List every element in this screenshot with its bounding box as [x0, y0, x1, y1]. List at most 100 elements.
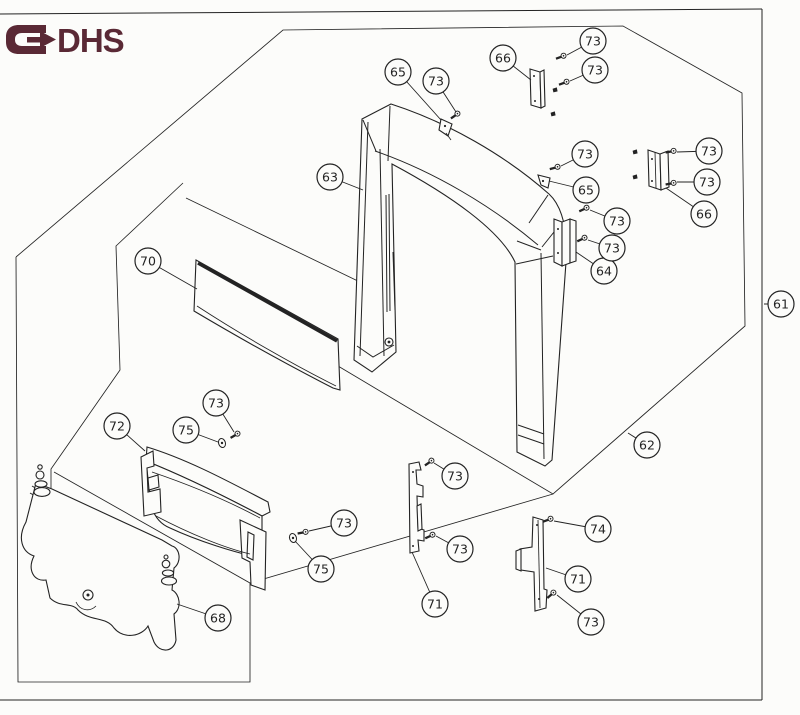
screw-73-icon	[295, 527, 310, 538]
callout-bubble	[204, 604, 232, 632]
callout-73: 73	[566, 27, 607, 56]
bracket-66-top	[529, 68, 546, 109]
callout-61: 61	[764, 290, 795, 318]
callout-number: 65	[390, 64, 406, 79]
callout-65: 65	[384, 58, 442, 121]
callout-75: 75	[172, 416, 219, 444]
callout-73: 73	[569, 56, 609, 84]
callout-73: 73	[422, 67, 457, 113]
glass-panel-70	[193, 259, 341, 391]
callout-bubble	[603, 207, 631, 235]
clip-65-right	[537, 174, 551, 189]
callout-number: 70	[140, 253, 156, 268]
callout-bubble	[422, 67, 450, 95]
callout-number: 75	[313, 561, 329, 576]
inner-panel-top-edge	[185, 197, 363, 284]
fastener-chip-icon	[632, 174, 638, 180]
callout-62: 62	[627, 431, 661, 459]
callout-75: 75	[294, 540, 335, 583]
callout-number: 73	[585, 33, 601, 48]
fret-68	[20, 464, 180, 651]
callout-number: 73	[604, 240, 620, 255]
callout-73: 73	[308, 509, 358, 537]
callout-number: 61	[773, 296, 789, 311]
callout-64: 64	[575, 251, 618, 285]
callout-number: 73	[452, 541, 468, 556]
callout-bubble	[489, 44, 517, 72]
callout-layer: 61 62 63 64 65 65 66 66 68 70 71 71 72 74 75 75 73 73 73 73…	[103, 27, 795, 636]
brand-wordmark: DHS	[57, 22, 124, 59]
callout-number: 73	[699, 174, 715, 189]
callout-66: 66	[489, 44, 532, 81]
callout-66: 66	[665, 187, 718, 228]
callout-number: 71	[427, 596, 443, 611]
callout-bubble	[316, 163, 344, 191]
callout-number: 73	[577, 146, 593, 161]
brand-arrow-icon	[6, 25, 56, 54]
callout-bubble	[571, 140, 599, 168]
callout-71: 71	[545, 565, 592, 593]
screw-73-icon	[577, 203, 592, 216]
screw-73-icon	[547, 162, 562, 174]
callout-number: 72	[109, 418, 125, 433]
callout-bubble	[572, 176, 600, 204]
callout-bubble	[581, 56, 609, 84]
screw-73-icon	[423, 530, 438, 543]
canopy-72	[140, 446, 271, 591]
screw-74-icon	[540, 514, 556, 526]
callout-bubble	[690, 200, 718, 228]
callout-bubble	[307, 555, 335, 583]
screw-73-icon	[228, 429, 243, 442]
fastener-chip-icon	[552, 87, 558, 93]
fastener-chip-icon	[550, 111, 556, 117]
page-border	[0, 8, 763, 701]
callout-number: 71	[570, 571, 586, 586]
callout-73: 73	[677, 168, 721, 196]
door-frame-63	[353, 103, 568, 467]
enclosure-outline	[15, 25, 746, 683]
callout-number: 73	[583, 614, 599, 629]
callout-bubble	[446, 535, 474, 563]
callout-71: 71	[411, 551, 449, 618]
callout-bubble	[598, 234, 626, 262]
brand-logo: DHS	[6, 22, 125, 59]
inner-panel-bottom-edge	[53, 471, 554, 584]
screw-73-icon	[544, 587, 559, 602]
callout-65: 65	[548, 176, 600, 204]
callout-number: 73	[701, 143, 717, 158]
washer-75-icon	[216, 437, 228, 449]
callout-number: 68	[210, 610, 226, 625]
callout-number: 66	[696, 206, 712, 221]
callout-bubble	[172, 416, 200, 444]
callout-73: 73	[433, 462, 469, 490]
screw-73-icon	[556, 77, 572, 89]
callout-number: 75	[178, 422, 194, 437]
fret-finial-right	[160, 554, 178, 586]
callout-number: 73	[587, 62, 603, 77]
callout-73: 73	[560, 140, 599, 168]
screw-73-icon	[422, 455, 437, 469]
page-border-top	[0, 8, 763, 15]
callout-number: 73	[208, 395, 224, 410]
callout-bubble	[633, 431, 661, 459]
callout-bubble	[767, 290, 795, 318]
callout-bubble	[564, 565, 592, 593]
callout-number: 62	[639, 437, 655, 452]
callout-number: 64	[596, 263, 612, 278]
callout-number: 63	[322, 169, 338, 184]
enclosure-lower-left-box	[15, 256, 251, 683]
callout-68: 68	[176, 603, 232, 632]
callout-73: 73	[589, 207, 631, 235]
strip-71-left	[408, 461, 425, 554]
callout-bubble	[441, 462, 469, 490]
screw-73-icon	[575, 233, 590, 246]
callout-bubble	[584, 515, 612, 543]
callout-number: 73	[609, 213, 625, 228]
callout-bubble	[330, 509, 358, 537]
callout-number: 74	[590, 521, 606, 536]
callout-73: 73	[435, 535, 474, 563]
callout-63: 63	[316, 163, 364, 191]
callout-74: 74	[553, 515, 612, 543]
